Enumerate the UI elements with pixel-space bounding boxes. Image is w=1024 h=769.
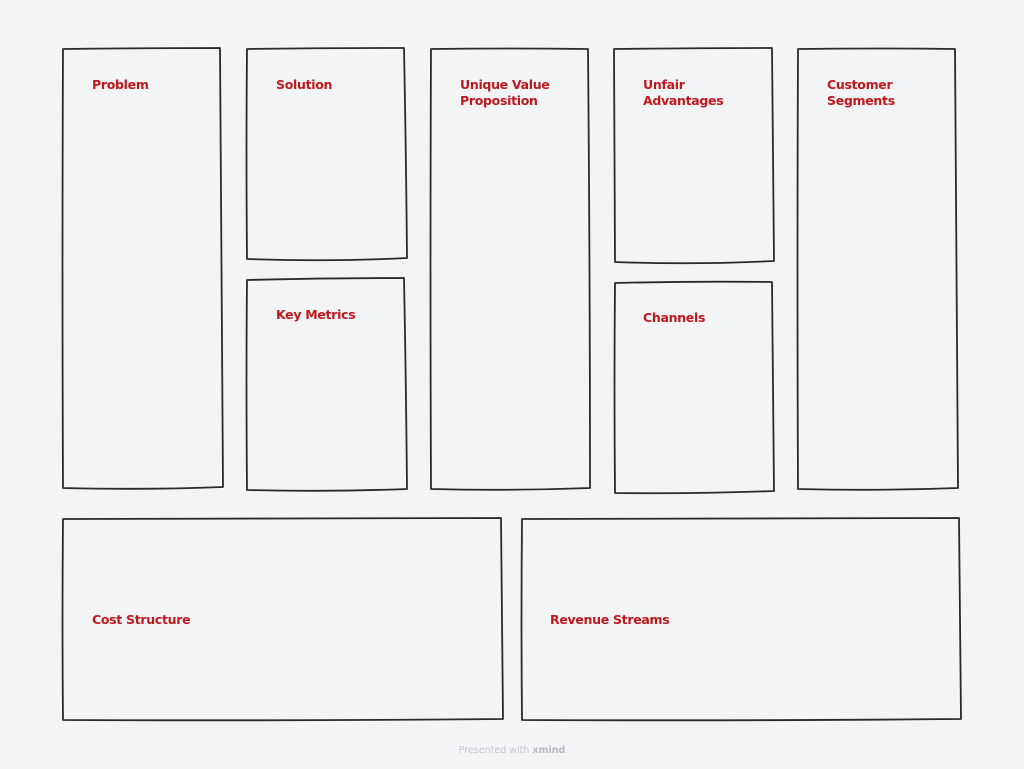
cell-cost-structure[interactable]: Cost Structure bbox=[63, 519, 503, 721]
cell-unique-value-proposition[interactable]: Unique Value Proposition bbox=[431, 49, 591, 490]
uvp-frame bbox=[429, 47, 591, 491]
cell-title-key-metrics: Key Metrics bbox=[276, 307, 356, 322]
cell-title-cost-structure: Cost Structure bbox=[92, 612, 191, 627]
cell-unfair-advantages[interactable]: Unfair Advantages bbox=[614, 49, 774, 263]
cell-title-unique-value-proposition: Unique Value Proposition bbox=[460, 77, 550, 108]
cell-title-solution: Solution bbox=[276, 77, 333, 92]
problem-frame bbox=[61, 47, 224, 490]
xmind-brand-link[interactable]: xmind bbox=[532, 745, 566, 756]
cell-key-metrics[interactable]: Key Metrics bbox=[247, 279, 407, 491]
cell-revenue-streams[interactable]: Revenue Streams bbox=[522, 519, 962, 721]
cell-title-channels: Channels bbox=[643, 310, 706, 325]
solution-frame bbox=[245, 47, 408, 262]
unfair-advantages-frame bbox=[613, 47, 775, 265]
cell-solution[interactable]: Solution bbox=[247, 49, 407, 260]
cell-customer-segments[interactable]: Customer Segments bbox=[798, 49, 958, 490]
cost-structure-frame bbox=[61, 517, 504, 722]
presented-with-footer: Presented with xmind bbox=[0, 745, 1024, 756]
customer-segments-frame bbox=[796, 47, 959, 491]
cell-problem[interactable]: Problem bbox=[63, 49, 223, 489]
cell-channels[interactable]: Channels bbox=[614, 282, 774, 494]
cell-title-customer-segments: Customer Segments bbox=[827, 77, 895, 108]
channels-frame bbox=[613, 280, 775, 495]
footer-prefix: Presented with bbox=[458, 745, 530, 756]
cell-title-problem: Problem bbox=[92, 77, 149, 92]
key-metrics-frame bbox=[245, 277, 408, 492]
cell-title-unfair-advantages: Unfair Advantages bbox=[643, 77, 724, 108]
cell-title-revenue-streams: Revenue Streams bbox=[550, 612, 670, 627]
revenue-streams-frame bbox=[520, 517, 962, 722]
